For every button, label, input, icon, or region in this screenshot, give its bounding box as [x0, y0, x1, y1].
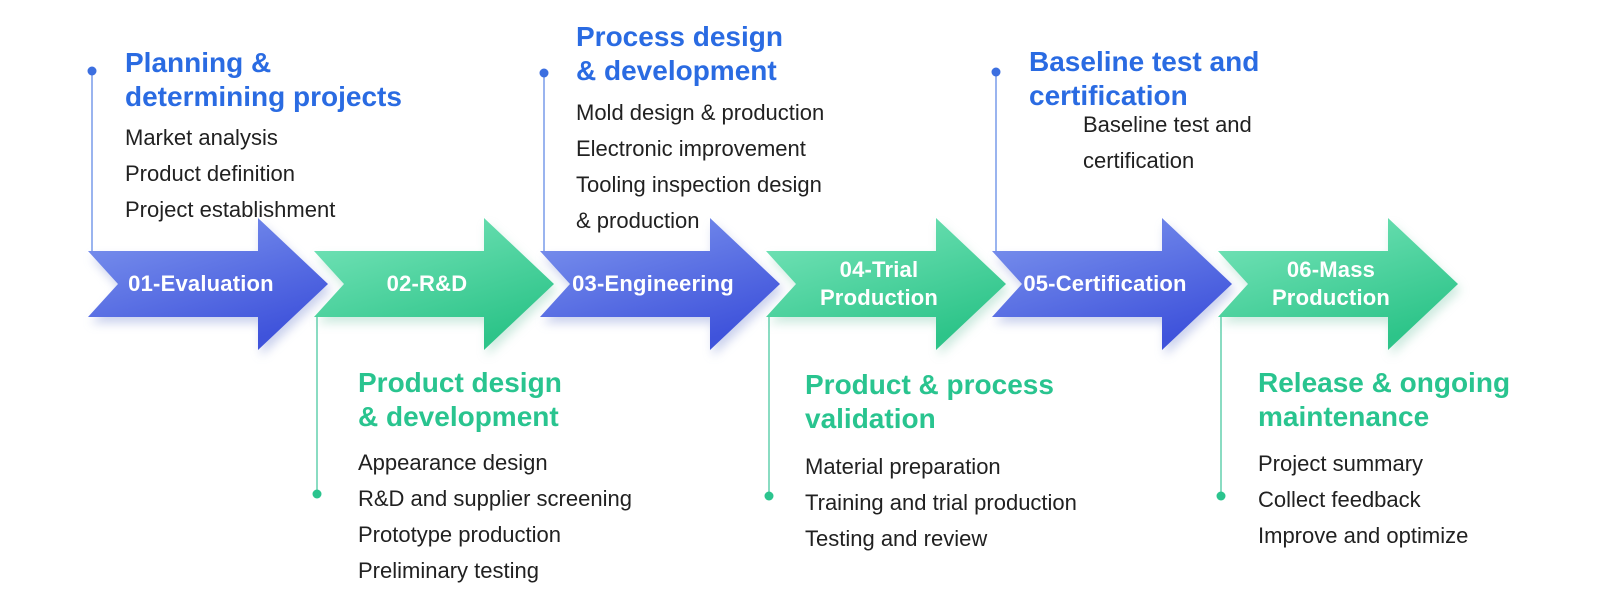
stage-arrow-03-engineering — [540, 218, 780, 350]
connector-dot — [87, 66, 97, 76]
callout-item: Preliminary testing — [358, 558, 539, 583]
stage-arrow-05-certification — [992, 218, 1232, 350]
callout-items-validation: Material preparation Training and trial … — [805, 449, 1077, 557]
callout-item: Market analysis — [125, 125, 278, 150]
connector-dot — [312, 489, 322, 499]
callout-item: Training and trial production — [805, 490, 1077, 515]
callout-title-planning: Planning & determining projects — [125, 47, 402, 112]
callout-title-release-maintenance: Release & ongoing maintenance — [1258, 367, 1511, 432]
callout-title-process-design: Process design & development — [576, 21, 783, 86]
callout-items-baseline-test: Baseline test and certification — [1083, 107, 1252, 179]
callout-item: Electronic improvement — [576, 136, 806, 161]
connector-dot — [539, 68, 549, 78]
callout-item: R&D and supplier screening — [358, 486, 632, 511]
callout-title-product-design: Product design & development — [358, 367, 562, 432]
connector-dot — [1216, 491, 1226, 501]
stage-arrow-label: 06-Mass Production — [1271, 257, 1391, 310]
callout-items-release-maintenance: Project summary Collect feedback Improve… — [1258, 446, 1468, 554]
callout-items-process-design: Mold design & production Electronic impr… — [576, 95, 824, 239]
connector-dot — [764, 491, 774, 501]
callout-item: Prototype production — [358, 522, 562, 547]
callout-item: Product definition — [125, 161, 295, 186]
callout-item: Material preparation — [805, 454, 1001, 479]
callout-item: Baseline test and certification — [1083, 112, 1252, 173]
callout-items-product-design: Appearance design R&D and supplier scree… — [358, 445, 632, 589]
stage-arrow-label: 02-R&D — [386, 271, 468, 296]
callout-item: Testing and review — [805, 526, 988, 551]
stage-arrow-label: 04-Trial Production — [819, 257, 939, 310]
stage-arrow-label: 05-Certification — [1023, 271, 1187, 296]
stage-arrow-label: 03-Engineering — [572, 271, 734, 296]
callout-item: Appearance design — [358, 450, 548, 475]
callout-item: Mold design & production — [576, 100, 825, 125]
stage-arrow-06-mass-production — [1218, 218, 1458, 350]
stage-arrow-04-trial-production — [766, 218, 1006, 350]
connector-dot — [991, 67, 1001, 77]
stage-arrow-label: 01-Evaluation — [128, 271, 274, 296]
callout-item: Improve and optimize — [1258, 523, 1469, 548]
callout-item: Project summary — [1258, 451, 1424, 476]
stage-arrow-01-evaluation — [88, 218, 328, 350]
callout-items-planning: Market analysis Product definition Proje… — [125, 120, 335, 228]
callout-item: Tooling inspection design & production — [576, 172, 822, 233]
callout-title-validation: Product & process validation — [805, 369, 1054, 434]
callout-item: Project establishment — [125, 197, 336, 222]
stage-arrow-02-rnd — [314, 218, 554, 350]
callout-item: Collect feedback — [1258, 487, 1421, 512]
callout-title-baseline-test: Baseline test and certification — [1029, 46, 1260, 111]
